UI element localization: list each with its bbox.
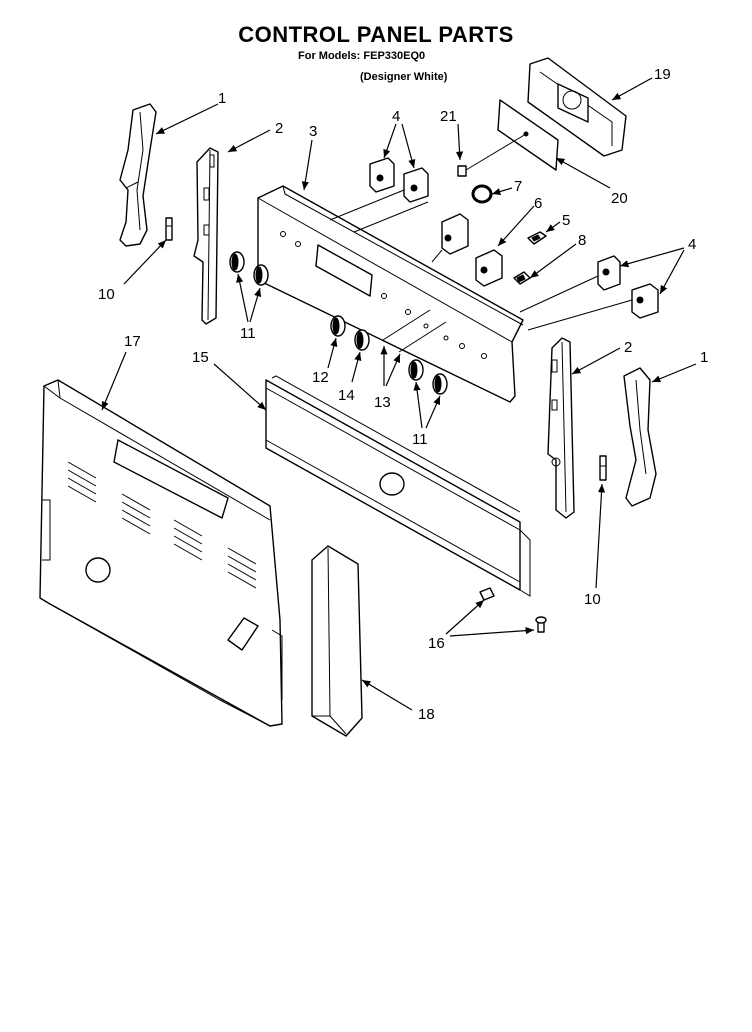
callout-7: 7	[514, 178, 522, 195]
part-5-bracket	[527, 231, 547, 245]
part-12-knob	[330, 315, 346, 337]
part-21-clip	[457, 133, 527, 177]
callout-4-right: 4	[688, 236, 696, 253]
callout-labels: 1 2 3 4 21 19 20 7 6 5 8 4 10 11 12 14 1…	[98, 66, 708, 723]
part-10-right-clip	[599, 455, 607, 481]
callout-21: 21	[440, 108, 457, 125]
part-13-shafts	[382, 309, 447, 353]
part-15-rear-panel	[265, 375, 531, 597]
leader-lines	[101, 77, 697, 711]
callout-11-left: 11	[240, 325, 256, 342]
callout-5: 5	[562, 212, 570, 229]
part-11-knobs-left	[229, 251, 269, 286]
callout-2-top-left: 2	[275, 120, 283, 137]
callout-14: 14	[338, 387, 355, 404]
part-16-screws	[479, 587, 547, 633]
part-2-right-bracket	[547, 337, 575, 519]
callout-2-right: 2	[624, 339, 632, 356]
part-7-ring	[471, 184, 493, 204]
part-18-trim	[311, 545, 363, 737]
callout-10-left: 10	[98, 286, 115, 303]
callout-4-top: 4	[392, 108, 400, 125]
callout-15: 15	[192, 349, 209, 366]
callout-11-right: 11	[412, 431, 428, 448]
callout-1-right: 1	[700, 349, 708, 366]
part-1-right-endcap	[623, 367, 657, 507]
part-14-knob	[354, 329, 370, 351]
callout-3: 3	[309, 123, 317, 140]
part-19-clock-bezel	[527, 57, 627, 157]
part-10-left-clip	[165, 217, 173, 241]
part-2-left-bracket	[193, 147, 219, 325]
callout-20: 20	[611, 190, 628, 207]
callout-16: 16	[428, 635, 445, 652]
callout-8: 8	[578, 232, 586, 249]
part-8-bracket	[513, 271, 531, 285]
callout-1-top-left: 1	[218, 90, 226, 107]
callout-6: 6	[534, 195, 542, 212]
callout-13: 13	[374, 394, 391, 411]
callout-12: 12	[312, 369, 329, 386]
color-line: (Designer White)	[360, 71, 448, 83]
part-17-console	[39, 379, 283, 727]
callout-10-right: 10	[584, 591, 601, 608]
part-20-overlay	[497, 99, 559, 171]
models-line: For Models: FEP330EQ0	[298, 50, 426, 62]
part-1-left-endcap	[119, 103, 157, 247]
callout-17: 17	[124, 333, 141, 350]
diagram-title: CONTROL PANEL PARTS	[238, 22, 514, 47]
part-11-knobs-right	[408, 359, 448, 395]
callout-18: 18	[418, 706, 435, 723]
part-4-switches-top	[329, 157, 429, 233]
callout-19: 19	[654, 66, 671, 83]
part-6-switch	[431, 213, 503, 287]
part-4-switches-right	[519, 255, 659, 331]
part-3-control-panel	[257, 185, 524, 403]
